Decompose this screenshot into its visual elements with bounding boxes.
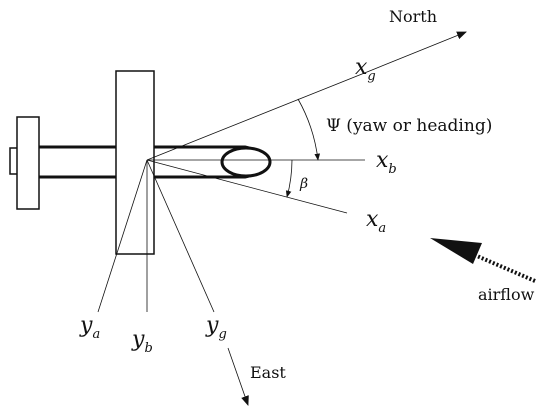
yb-label: yb — [131, 327, 153, 356]
yg-label: yg — [205, 313, 227, 342]
east-label: East — [250, 363, 286, 382]
xg-label: xg — [355, 55, 376, 84]
north-label: North — [389, 7, 437, 26]
tail-fin — [16, 116, 40, 210]
ya-axis-line — [97, 159, 148, 313]
psi-arc — [297, 98, 321, 161]
nose-ellipse — [220, 146, 272, 178]
east-arrow — [227, 347, 249, 406]
ya-label: ya — [79, 313, 100, 342]
axis-lines — [97, 69, 373, 313]
yg-axis-line — [146, 159, 215, 313]
xa-label: xa — [366, 207, 386, 236]
xg-axis-line — [146, 69, 373, 161]
psi-label: Ψ (yaw or heading) — [326, 116, 492, 136]
xa-axis-line — [146, 159, 348, 214]
beta-arc — [285, 159, 293, 198]
beta-label: β — [299, 176, 308, 192]
north-arrow — [371, 31, 467, 71]
airflow-arrow — [430, 238, 536, 283]
airflow-label: airflow — [478, 285, 535, 304]
xb-label: xb — [376, 148, 397, 177]
